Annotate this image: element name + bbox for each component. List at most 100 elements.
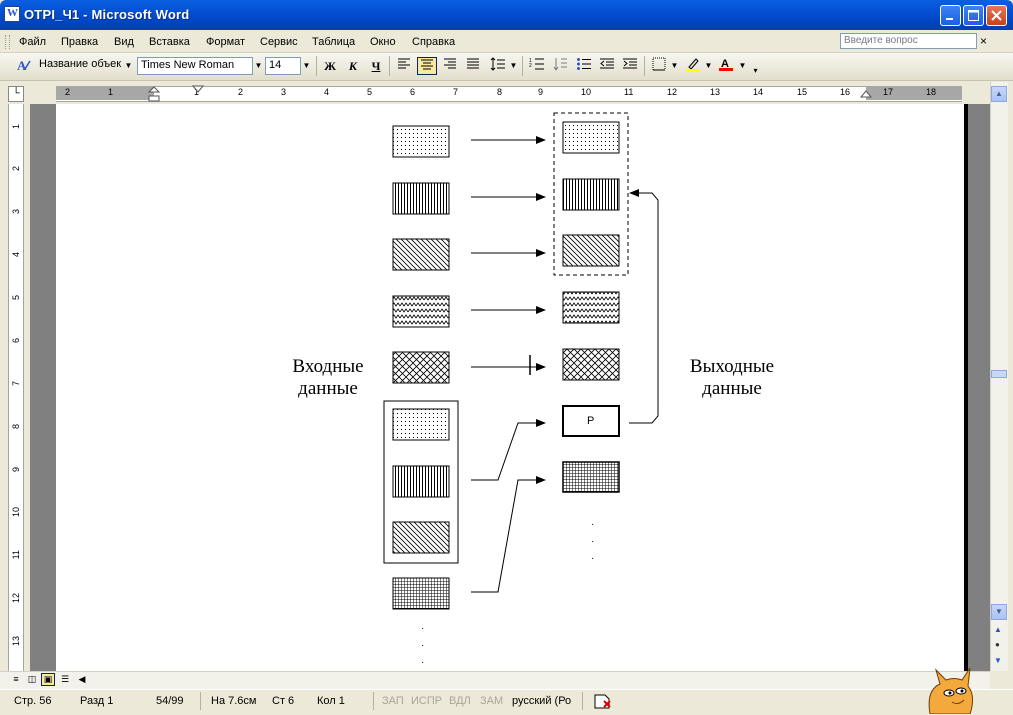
horizontal-ruler[interactable] bbox=[56, 86, 962, 102]
output-block-p[interactable] bbox=[562, 405, 620, 437]
office-assistant-cat-icon[interactable] bbox=[916, 660, 978, 714]
status-extend[interactable]: ВДЛ bbox=[449, 695, 471, 707]
menu-file[interactable]: Файл bbox=[19, 36, 47, 48]
increase-indent-button[interactable] bbox=[620, 57, 640, 75]
font-size-dropdown-icon[interactable]: ▼ bbox=[302, 61, 311, 70]
ruler-left-margin[interactable] bbox=[56, 86, 154, 100]
previous-page-icon[interactable]: ▲ bbox=[994, 625, 1002, 634]
input-block-vertical-2[interactable] bbox=[392, 465, 450, 498]
line-spacing-button[interactable] bbox=[488, 57, 508, 75]
output-block-crosshatch[interactable] bbox=[562, 348, 620, 381]
decrease-indent-button[interactable] bbox=[597, 57, 617, 75]
output-block-diagonal[interactable] bbox=[562, 234, 620, 267]
spelling-status-icon[interactable] bbox=[592, 693, 614, 709]
align-left-button[interactable] bbox=[394, 57, 414, 75]
highlight-dropdown-icon[interactable]: ▼ bbox=[704, 61, 713, 70]
right-indent-marker[interactable] bbox=[858, 88, 874, 100]
status-record-macro[interactable]: ЗАП bbox=[382, 695, 404, 707]
menu-help[interactable]: Справка bbox=[412, 36, 456, 48]
minimize-button[interactable] bbox=[940, 5, 961, 26]
italic-button[interactable]: К bbox=[348, 59, 358, 73]
ruler-right-margin[interactable] bbox=[866, 86, 962, 100]
vertical-ruler[interactable] bbox=[8, 104, 24, 671]
window-title: ОТРІ_Ч1 - Microsoft Word bbox=[24, 7, 190, 22]
status-separator bbox=[582, 692, 583, 710]
output-block-vertical[interactable] bbox=[562, 178, 620, 211]
input-block-dots[interactable] bbox=[392, 125, 450, 158]
output-block-dots[interactable] bbox=[562, 121, 620, 154]
menu-table[interactable]: Таблица bbox=[312, 36, 356, 48]
normal-view-icon[interactable]: ≡ bbox=[13, 674, 19, 684]
input-block-vertical[interactable] bbox=[392, 182, 450, 215]
input-group-frame[interactable] bbox=[383, 400, 459, 564]
bullets-button[interactable] bbox=[574, 57, 594, 75]
scroll-up-button[interactable]: ▲ bbox=[991, 86, 1007, 102]
data-flow-figure[interactable]: P · · · · · · bbox=[56, 104, 966, 671]
borders-button[interactable] bbox=[649, 57, 669, 75]
line-spacing-dropdown-icon[interactable]: ▼ bbox=[509, 61, 518, 70]
close-document-icon[interactable]: × bbox=[980, 34, 988, 48]
input-block-grid[interactable] bbox=[392, 577, 450, 610]
ruler-number: 15 bbox=[797, 87, 808, 97]
underline-button[interactable]: Ч bbox=[371, 59, 381, 73]
highlight-button[interactable] bbox=[683, 57, 703, 75]
menu-edit[interactable]: Правка bbox=[61, 36, 99, 48]
output-block-grid[interactable] bbox=[562, 461, 620, 493]
input-block-zigzag[interactable] bbox=[392, 295, 450, 328]
scroll-thumb[interactable] bbox=[991, 370, 1007, 378]
font-dropdown-icon[interactable]: ▼ bbox=[254, 61, 263, 70]
menu-tools[interactable]: Сервис bbox=[260, 36, 298, 48]
justify-button[interactable] bbox=[463, 57, 483, 75]
status-overtype[interactable]: ЗАМ bbox=[480, 695, 504, 707]
scroll-down-button[interactable]: ▼ bbox=[991, 604, 1007, 620]
font-color-button[interactable]: A bbox=[716, 57, 736, 75]
output-group-dashed-frame[interactable] bbox=[553, 112, 629, 276]
document-page[interactable] bbox=[56, 104, 966, 671]
input-block-dots-2[interactable] bbox=[392, 408, 450, 441]
menu-grip[interactable] bbox=[5, 35, 10, 49]
horizontal-scrollbar[interactable] bbox=[0, 671, 990, 689]
web-layout-view-icon[interactable]: ◫ bbox=[27, 674, 37, 684]
ask-question-input[interactable]: Введите вопрос bbox=[840, 33, 977, 49]
maximize-button[interactable] bbox=[963, 5, 984, 26]
sort-button[interactable] bbox=[551, 57, 571, 75]
styles-pane-button[interactable]: A bbox=[14, 57, 34, 75]
outline-view-icon[interactable]: ☰ bbox=[60, 674, 70, 684]
left-indent-marker[interactable] bbox=[146, 84, 162, 106]
style-dropdown-icon[interactable]: ▼ bbox=[124, 61, 133, 70]
style-combo[interactable]: Название объек bbox=[39, 58, 122, 70]
menu-format[interactable]: Формат bbox=[206, 36, 246, 48]
output-label-line1: Выходные bbox=[689, 356, 775, 377]
menu-view[interactable]: Вид bbox=[114, 36, 134, 48]
word-app-icon[interactable]: W bbox=[4, 6, 20, 22]
input-block-diagonal[interactable] bbox=[392, 238, 450, 271]
output-block-zigzag[interactable] bbox=[562, 291, 620, 324]
input-label-line1: Входные bbox=[292, 356, 364, 377]
borders-dropdown-icon[interactable]: ▼ bbox=[670, 61, 679, 70]
input-block-diagonal-2[interactable] bbox=[392, 521, 450, 554]
select-browse-object-icon[interactable]: ● bbox=[995, 640, 1000, 649]
print-layout-view-icon[interactable]: ▣ bbox=[41, 673, 55, 686]
toolbar-options-icon[interactable]: ▾ bbox=[753, 66, 758, 75]
output-data-label: Выходные данные bbox=[680, 356, 784, 400]
font-size-combo[interactable]: 14 bbox=[265, 57, 301, 75]
status-language: русский (Ро bbox=[512, 695, 572, 707]
menu-window[interactable]: Окно bbox=[370, 36, 396, 48]
input-block-crosshatch[interactable] bbox=[392, 351, 450, 384]
minimize-icon bbox=[946, 18, 953, 20]
align-right-button[interactable] bbox=[440, 57, 460, 75]
status-track-changes[interactable]: ИСПР bbox=[411, 695, 443, 707]
tab-selector[interactable]: └ bbox=[8, 86, 24, 102]
first-line-indent-marker[interactable] bbox=[190, 84, 206, 96]
scroll-left-button[interactable]: ◀ bbox=[78, 674, 86, 684]
align-center-button[interactable] bbox=[417, 57, 437, 75]
borders-icon bbox=[652, 57, 666, 71]
title-bar[interactable] bbox=[0, 0, 1013, 30]
next-page-icon[interactable]: ▼ bbox=[994, 656, 1002, 665]
close-button[interactable] bbox=[986, 5, 1007, 26]
menu-insert[interactable]: Вставка bbox=[149, 36, 190, 48]
bold-button[interactable]: Ж bbox=[324, 59, 336, 73]
font-color-dropdown-icon[interactable]: ▼ bbox=[738, 61, 747, 70]
font-combo[interactable]: Times New Roman bbox=[137, 57, 253, 75]
